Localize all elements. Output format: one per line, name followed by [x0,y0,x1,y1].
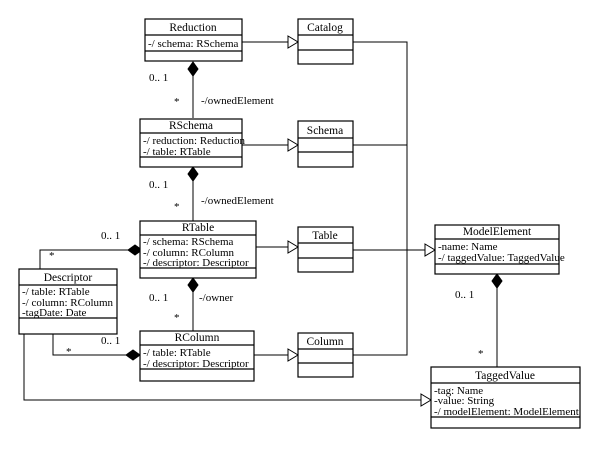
class-name: Table [312,230,337,242]
multiplicity-label: 0.. 1 [455,289,474,301]
class-attribute: -/ table: RTable [22,286,90,298]
multiplicity-label: 0.. 1 [149,72,168,84]
class-attribute: -/ reduction: Reduction [143,135,246,147]
class-name: Catalog [307,22,343,34]
edge-column-modelelement [353,250,408,356]
class-attribute: -tagDate: Date [22,307,87,319]
class-attribute: -tag: Name [434,385,483,397]
multiplicity-label: 0.. 1 [101,230,120,242]
class-name: RTable [182,222,214,234]
class-descriptor: Descriptor -/ table: RTable -/ column: R… [18,268,118,335]
composition-diamond-rtable [187,277,199,293]
class-rschema: RSchema -/ reduction: Reduction -/ table… [139,118,246,168]
diagram-edges [23,35,503,407]
multiplicity-label: 0.. 1 [101,335,120,347]
class-attribute: -/ table: RTable [143,347,211,359]
class-name: Descriptor [44,272,93,284]
class-taggedvalue: TaggedValue -tag: Name -value: String -/… [430,366,581,429]
composition-diamond-rschema [187,166,199,182]
generalization-arrow-column [287,348,299,362]
association-labels: 0.. 1 * -/ownedElement 0.. 1 * -/ownedEl… [49,72,484,360]
multiplicity-label: * [174,201,180,213]
role-label: -/ownedElement [201,95,274,107]
edge-descriptor-rtable [39,249,130,269]
composition-diamond-modelelement [491,273,503,289]
role-label: -/owner [199,292,234,304]
role-label: -/ownedElement [201,195,274,207]
class-attribute: -/ column: RColumn [143,247,235,259]
class-name: RSchema [169,120,213,132]
multiplicity-label: * [174,312,180,324]
class-rtable: RTable -/ schema: RSchema -/ column: RCo… [139,220,257,279]
generalization-arrow-modelelement [424,243,436,257]
class-name: Column [306,336,343,348]
generalization-arrow-taggedvalue [420,393,432,407]
class-attribute: -name: Name [438,241,498,253]
edge-descriptor-rcolumn [52,334,128,356]
generalization-arrow-table [287,240,299,254]
class-table: Table [297,226,354,273]
class-attribute: -/ schema: RSchema [143,236,234,248]
class-attribute: -value: String [434,395,495,407]
multiplicity-label: * [49,250,55,262]
class-rcolumn: RColumn -/ table: RTable -/ descriptor: … [139,330,255,382]
class-column: Column [297,332,354,378]
class-name: Schema [307,125,343,137]
edge-descriptor-taggedvalue [23,334,421,401]
composition-diamond-rcolumn-descriptor [125,349,141,361]
class-modelelement: ModelElement -name: Name -/ taggedValue:… [434,224,565,275]
multiplicity-label: 0.. 1 [149,179,168,191]
class-reduction: Reduction -/ schema: RSchema [144,18,243,62]
edge-catalog-modelelement [353,41,408,250]
class-name: TaggedValue [475,370,535,382]
class-attribute: -/ schema: RSchema [148,38,239,50]
class-attribute: -/ column: RColumn [22,297,114,309]
class-name: ModelElement [463,226,532,238]
multiplicity-label: 0.. 1 [149,292,168,304]
class-attribute: -/ taggedValue: TaggedValue [438,252,565,264]
class-attribute: -/ descriptor: Descriptor [143,257,249,269]
class-attribute: -/ modelElement: ModelElement [434,406,579,418]
generalization-arrow-schema [287,138,299,152]
class-attribute: -/ table: RTable [143,146,211,158]
class-name: RColumn [175,332,220,344]
composition-diamond-reduction [187,61,199,77]
multiplicity-label: * [174,96,180,108]
class-catalog: Catalog [297,18,354,65]
class-name: Reduction [169,22,217,34]
generalization-arrow-catalog [287,35,299,49]
multiplicity-label: * [478,348,484,360]
multiplicity-label: * [66,346,72,358]
class-attribute: -/ descriptor: Descriptor [143,358,249,370]
class-schema: Schema [297,120,354,168]
